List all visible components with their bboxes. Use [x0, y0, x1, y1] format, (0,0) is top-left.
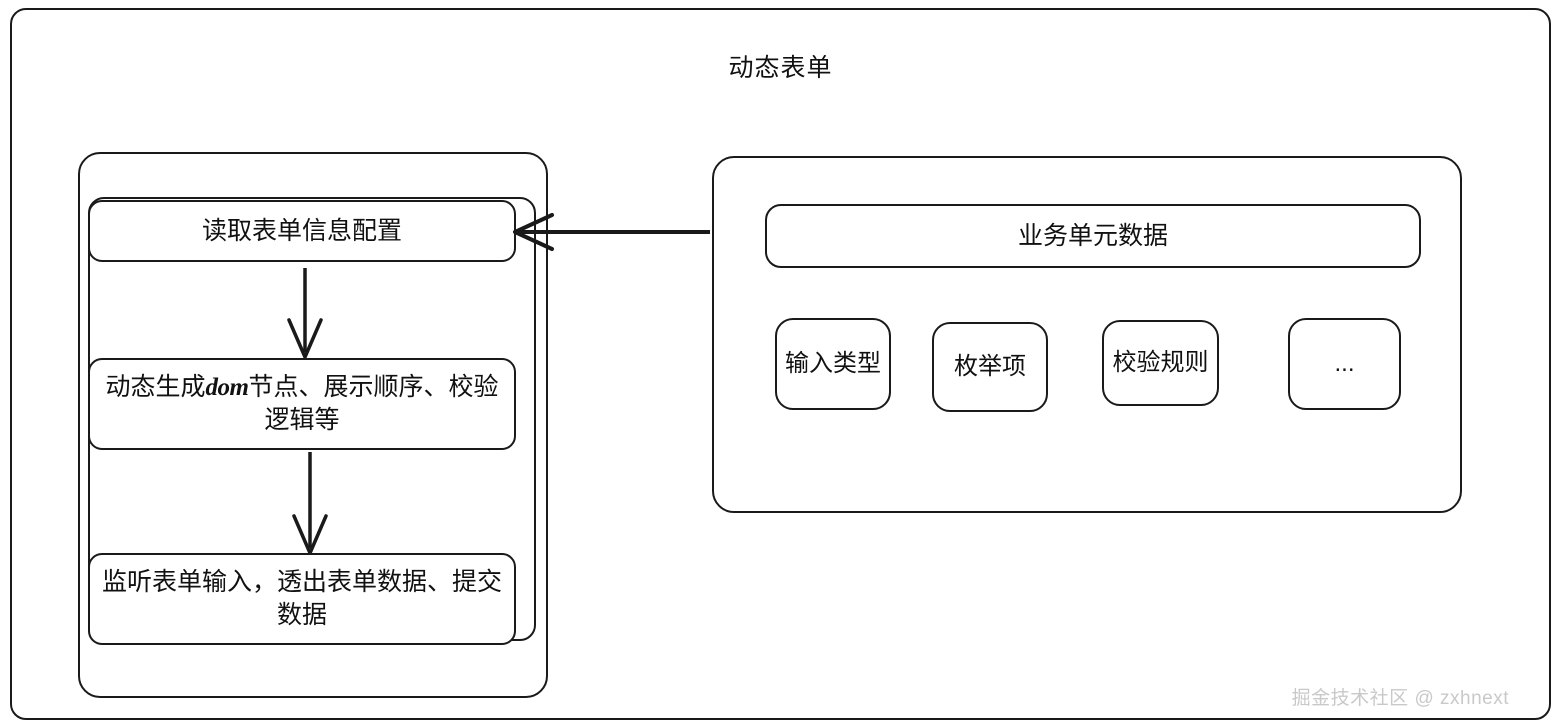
step-generate-dom[interactable]: 动态生成dom节点、展示顺序、校验逻辑等: [88, 358, 516, 450]
step-listen-input[interactable]: 监听表单输入，透出表单数据、提交数据: [88, 553, 516, 645]
unit-more[interactable]: ...: [1288, 318, 1401, 410]
unit-validate-rule[interactable]: 校验规则: [1102, 320, 1219, 406]
unit-enum-item[interactable]: 枚举项: [932, 322, 1048, 412]
step-generate-dom-label-suffix: 节点、展示顺序、校验逻辑等: [248, 373, 499, 434]
step-listen-input-label: 监听表单输入，透出表单数据、提交数据: [102, 568, 503, 629]
unit-validate-rule-label: 校验规则: [1112, 349, 1209, 377]
unit-enum-item-label: 枚举项: [954, 353, 1026, 381]
unit-input-type[interactable]: 输入类型: [775, 318, 891, 410]
unit-more-label: ...: [1334, 350, 1355, 378]
page-title: 动态表单: [728, 54, 833, 82]
step-generate-dom-label-prefix: 动态生成: [105, 373, 206, 401]
step-generate-dom-label: 动态生成dom节点、展示顺序、校验逻辑等: [102, 371, 502, 437]
step-generate-dom-label-code: dom: [205, 374, 249, 401]
business-unit-header-label: 业务单元数据: [1017, 221, 1168, 250]
step-read-config[interactable]: 读取表单信息配置: [88, 200, 516, 262]
business-unit-header[interactable]: 业务单元数据: [765, 204, 1421, 268]
watermark: 掘金技术社区 @ zxhnext: [1291, 688, 1509, 709]
unit-input-type-label: 输入类型: [785, 350, 881, 378]
step-read-config-label: 读取表单信息配置: [201, 216, 402, 245]
